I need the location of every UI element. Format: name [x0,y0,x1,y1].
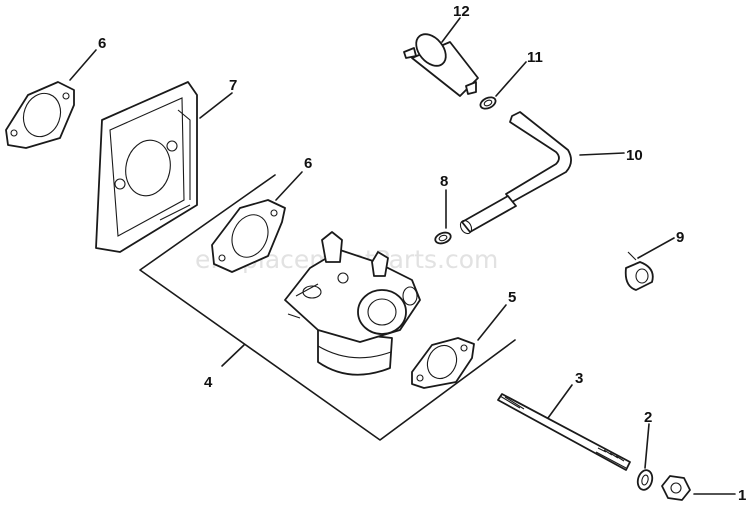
mounting-stud [497,393,631,471]
leader-3 [547,384,573,419]
hex-nut [661,475,691,501]
hose-clamp-lower [434,231,452,245]
washer [636,469,654,491]
fuel-line [459,111,572,235]
callout-6a: 6 [98,35,106,52]
leader-10 [579,152,625,156]
callout-9: 9 [676,229,684,246]
leader-5 [477,304,507,341]
line-clip [624,251,654,291]
callout-12: 12 [453,3,470,20]
leader-6a [69,49,97,81]
air-cleaner-base [95,81,198,253]
leader-6b [275,171,303,201]
leader-12 [441,17,461,43]
callout-10: 10 [626,147,643,164]
fuel-filter [403,33,479,97]
callout-11: 11 [527,49,543,66]
leader-11 [495,61,527,97]
callout-7: 7 [229,77,237,94]
gasket-top-left [5,81,75,149]
gasket-center [211,199,286,273]
hose-clamp-upper [479,96,497,110]
callout-5: 5 [508,289,516,306]
gasket-lower [411,337,475,389]
callout-3: 3 [575,370,583,387]
leader-9 [637,237,675,259]
leader-4 [221,344,245,367]
leader-2 [644,423,650,469]
carburetor [284,231,421,376]
callout-8: 8 [440,173,448,190]
assembly-bracket [139,174,516,441]
leader-7 [199,92,233,119]
callout-6b: 6 [304,155,312,172]
callout-2: 2 [644,409,652,426]
callout-4: 4 [204,374,213,391]
callout-1: 1 [738,487,746,504]
